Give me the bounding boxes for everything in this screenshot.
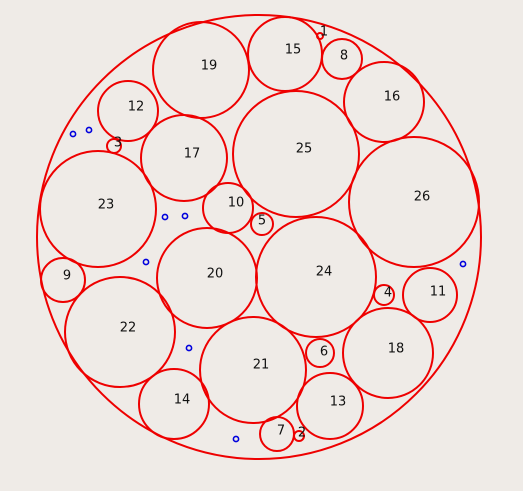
free-point [181, 212, 189, 220]
circle-label-17: 17 [184, 147, 201, 162]
circle-label-16: 16 [384, 90, 401, 105]
circle-26 [348, 136, 480, 268]
free-points [69, 126, 467, 443]
circle-label-1: 1 [320, 25, 328, 40]
circle-label-19: 19 [201, 59, 218, 74]
circle-13 [296, 372, 364, 440]
circle-label-14: 14 [174, 393, 191, 408]
circle-9 [40, 257, 86, 303]
circle-11 [402, 267, 458, 323]
circle-label-15: 15 [285, 43, 302, 58]
circle-label-10: 10 [228, 196, 245, 211]
inner-circles [39, 16, 480, 452]
circle-label-13: 13 [330, 395, 347, 410]
circle-12 [97, 80, 159, 142]
circle-label-23: 23 [98, 198, 115, 213]
free-point [459, 260, 467, 268]
circle-label-11: 11 [430, 285, 447, 300]
outer-container-circle [36, 14, 482, 460]
circle-label-4: 4 [384, 286, 392, 301]
circle-label-6: 6 [320, 345, 328, 360]
circle-label-3: 3 [114, 136, 122, 151]
free-point [161, 213, 169, 221]
circle-21 [199, 316, 307, 424]
free-point [69, 130, 77, 138]
circle-label-26: 26 [414, 190, 431, 205]
circle-22 [64, 276, 176, 388]
circle-6 [305, 338, 335, 368]
circle-19 [152, 21, 250, 119]
circle-label-24: 24 [316, 265, 333, 280]
circle-label-2: 2 [298, 426, 306, 441]
circle-label-20: 20 [207, 267, 224, 282]
circle-24 [255, 216, 377, 338]
circle-label-12: 12 [128, 100, 145, 115]
circle-label-25: 25 [296, 142, 313, 157]
circle-5 [250, 212, 274, 236]
free-point [185, 344, 193, 352]
circle-label-21: 21 [253, 358, 270, 373]
free-point [232, 435, 240, 443]
circle-label-5: 5 [258, 214, 266, 229]
circle-label-9: 9 [63, 269, 71, 284]
circle-label-7: 7 [277, 424, 285, 439]
circle-16 [343, 61, 425, 143]
circle-23 [39, 150, 157, 268]
circle-label-8: 8 [340, 49, 348, 64]
circle-25 [232, 90, 360, 218]
free-point [142, 258, 150, 266]
circle-label-18: 18 [388, 342, 405, 357]
circle-label-22: 22 [120, 321, 137, 336]
circle-18 [342, 307, 434, 399]
circle-labels: 1234567891011121314151617181920212223242… [63, 25, 446, 441]
circle-14 [138, 368, 210, 440]
free-point [85, 126, 93, 134]
